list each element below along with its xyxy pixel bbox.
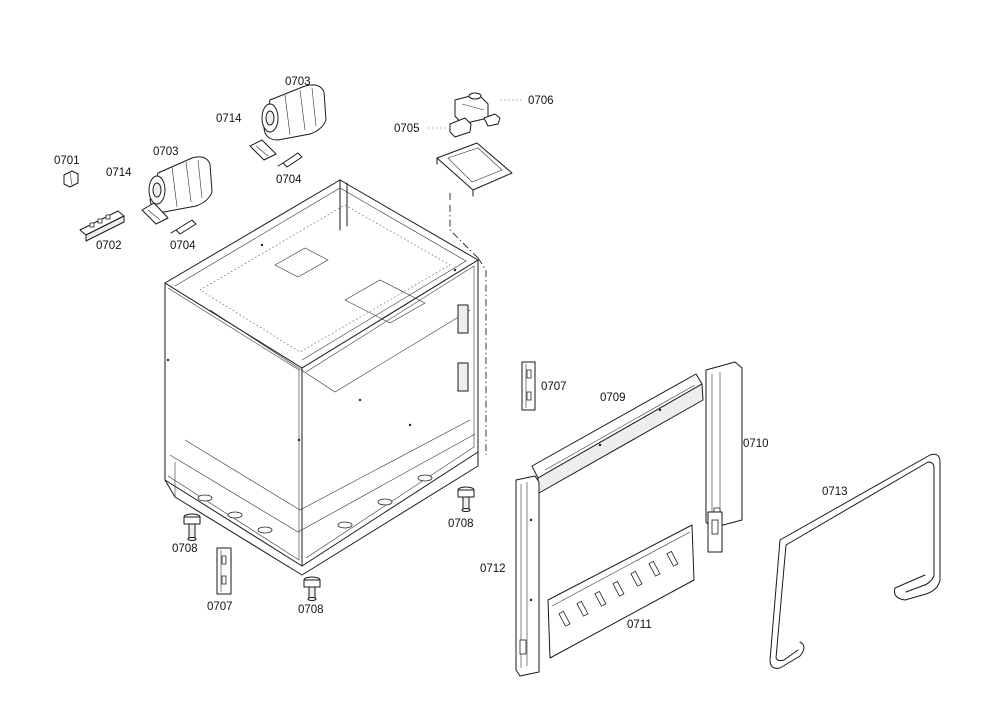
door-seal [769, 453, 941, 669]
adjustable-foot-right [457, 486, 475, 512]
screw-upper [277, 152, 303, 168]
label-0710: 0710 [743, 438, 769, 450]
label-0713: 0713 [822, 486, 848, 498]
label-0705: 0705 [394, 123, 420, 135]
label-0707-bottom: 0707 [207, 601, 233, 613]
label-0714-lower: 0714 [106, 167, 132, 179]
label-0703-upper: 0703 [285, 76, 311, 88]
motor-upper [261, 84, 327, 141]
mounting-bracket [436, 142, 513, 197]
label-0701: 0701 [54, 155, 80, 167]
hinge-bracket-right [521, 361, 536, 411]
label-0704-upper: 0704 [276, 174, 302, 186]
hinge-bracket-bottom [216, 547, 232, 595]
label-0702: 0702 [96, 240, 122, 252]
lower-slotted-panel [547, 524, 695, 659]
label-0708-right: 0708 [448, 518, 474, 530]
label-0712: 0712 [480, 563, 506, 575]
bracket-clip-upper [249, 139, 277, 161]
terminal-block [79, 210, 125, 242]
right-upright-panel [705, 361, 743, 553]
cabinet-frame [164, 179, 487, 576]
screw-lower [170, 219, 197, 235]
control-module [454, 92, 501, 127]
small-knob [63, 170, 79, 188]
label-0703-lower: 0703 [153, 146, 179, 158]
label-0708-left: 0708 [172, 543, 198, 555]
part-labels: 0701 0702 0703 0703 0704 0704 0705 0706 … [54, 76, 848, 631]
motor-lower [148, 156, 213, 213]
label-0709: 0709 [600, 392, 626, 404]
label-0708-center: 0708 [298, 604, 324, 616]
bracket-clip-lower [141, 202, 169, 225]
label-0707-right: 0707 [541, 381, 567, 393]
label-0714-upper: 0714 [216, 113, 242, 125]
label-0711: 0711 [627, 619, 652, 631]
label-0706: 0706 [528, 95, 554, 107]
small-relay [449, 117, 472, 138]
adjustable-foot-center [303, 576, 321, 601]
leader-lines [428, 99, 524, 129]
adjustable-foot-left [183, 513, 201, 541]
left-upright-panel [515, 475, 540, 677]
front-top-rail [531, 373, 704, 494]
label-0704-lower: 0704 [170, 240, 196, 252]
